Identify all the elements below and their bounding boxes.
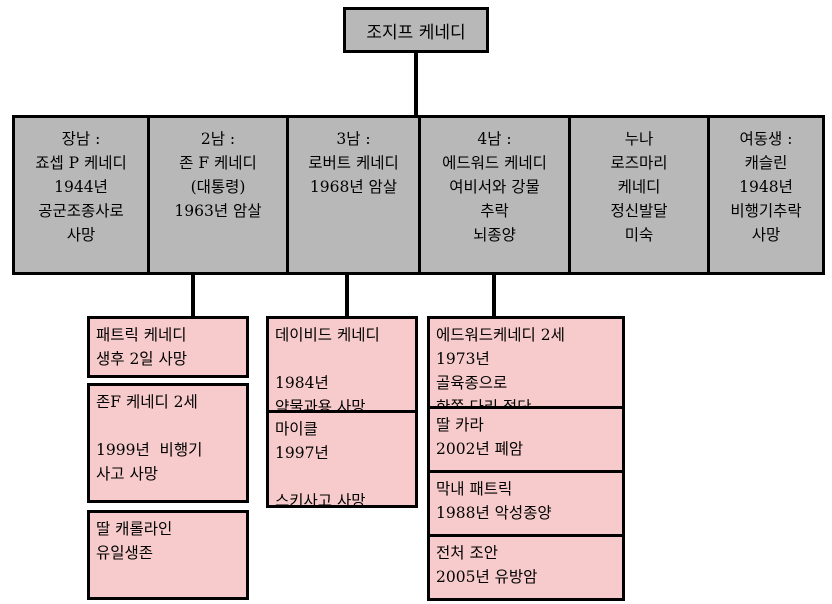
node-line: 스키사고 사망 xyxy=(275,492,366,510)
node-line: 2002년 폐암 xyxy=(436,440,524,458)
node-line: (대통령) xyxy=(190,178,246,196)
child-node-rosemary: 누나 로즈마리 케네디 정신발달 미숙 xyxy=(568,115,710,275)
node-line: 여동생 : xyxy=(739,130,793,148)
grandchild-node-joan: 전처 조안 2005년 유방암 xyxy=(427,534,625,601)
node-line: 데이비드 케네디 xyxy=(275,326,380,344)
child-node-robert: 3남 : 로버트 케네디 1968년 암살 xyxy=(286,115,421,275)
node-line: 누나 xyxy=(624,130,654,148)
node-line: 생후 2일 사망 xyxy=(96,350,188,368)
node-line: 로즈마리 xyxy=(610,154,668,172)
connector-robert xyxy=(345,274,349,318)
node-line: 유일생존 xyxy=(96,544,154,562)
node-line: 골육종으로 xyxy=(436,374,508,392)
child-node-edward: 4남 : 에드워드 케네디 여비서와 강물 추락 뇌종양 xyxy=(418,115,571,275)
connector-edward xyxy=(492,274,496,318)
node-line: 1968년 암살 xyxy=(309,178,398,196)
grandchild-node-michael: 마이클 1997년 스키사고 사망 xyxy=(266,410,418,510)
node-line xyxy=(96,414,240,438)
node-line: 2005년 유방암 xyxy=(436,568,538,586)
node-line: 존 F 케네디 xyxy=(179,154,257,172)
node-line xyxy=(275,465,409,489)
node-line: 패트릭 케네디 xyxy=(96,326,187,344)
grandchild-node-john-jr: 존F 케네디 2세 1999년 비행기 사고 사망 xyxy=(87,383,249,503)
node-line: 마이클 xyxy=(275,420,318,438)
node-line: 3남 : xyxy=(336,130,371,148)
node-line: 케네디 xyxy=(617,178,661,196)
node-line: 1948년 xyxy=(739,178,793,196)
node-line: 전처 조안 xyxy=(436,544,498,562)
node-line: 4남 : xyxy=(477,130,512,148)
node-line: 1944년 xyxy=(54,178,108,196)
grandchild-node-edward-jr: 에드워드케네디 2세 1973년 골육종으로 한쪽 다리 절단 xyxy=(427,316,625,416)
node-line: 에드워드케네디 2세 xyxy=(436,326,565,344)
node-line: 막내 패트릭 xyxy=(436,480,513,498)
node-line: 미숙 xyxy=(624,226,654,244)
grandchild-node-kara: 딸 카라 2002년 폐암 xyxy=(427,406,625,473)
node-line: 딸 카라 xyxy=(436,416,484,434)
node-line: 정신발달 xyxy=(610,202,668,220)
node-line: 1984년 xyxy=(275,374,329,392)
grandchild-node-patrick: 패트릭 케네디 생후 2일 사망 xyxy=(87,316,249,378)
grandchild-node-caroline: 딸 캐롤라인 유일생존 xyxy=(87,510,249,600)
node-line: 장남 : xyxy=(61,130,101,148)
node-line: 1997년 xyxy=(275,444,329,462)
node-line: 죠셉 P 케네디 xyxy=(35,154,127,172)
child-node-john-f: 2남 : 존 F 케네디 (대통령) 1963년 암살 xyxy=(147,115,289,275)
grandchild-node-david: 데이비드 케네디 1984년 약물과용 사망 xyxy=(266,316,418,416)
node-line: 로버트 케네디 xyxy=(308,154,399,172)
child-node-kathleen: 여동생 : 캐슬린 1948년 비행기추락 사망 xyxy=(707,115,825,275)
root-node-joseph-kennedy: 조지프 케네디 xyxy=(343,7,489,53)
node-line: 2남 : xyxy=(200,130,236,148)
node-line: 1999년 비행기 xyxy=(96,441,203,459)
node-line: 공군조종사로 xyxy=(38,202,124,220)
node-line: 존F 케네디 2세 xyxy=(96,393,198,411)
node-line: 캐슬린 xyxy=(744,154,788,172)
connector-root xyxy=(414,52,418,116)
root-label: 조지프 케네디 xyxy=(366,22,466,43)
node-line: 1973년 xyxy=(436,350,490,368)
node-line: 뇌종양 xyxy=(473,226,516,244)
node-line: 사망 xyxy=(66,226,96,244)
node-line: 1963년 암살 xyxy=(174,202,262,220)
node-line: 추락 xyxy=(480,202,509,220)
node-line: 사망 xyxy=(751,226,781,244)
node-line: 에드워드 케네디 xyxy=(442,154,547,172)
child-node-joseph-p: 장남 : 죠셉 P 케네디 1944년 공군조종사로 사망 xyxy=(12,115,150,275)
node-line: 사고 사망 xyxy=(96,465,158,483)
node-line xyxy=(275,347,409,371)
node-line: 딸 캐롤라인 xyxy=(96,520,173,538)
node-line: 1988년 악성종양 xyxy=(436,504,552,522)
grandchild-node-patrick-youngest: 막내 패트릭 1988년 악성종양 xyxy=(427,470,625,537)
connector-john-f xyxy=(191,274,195,318)
node-line: 여비서와 강물 xyxy=(449,178,540,196)
node-line: 비행기추락 xyxy=(730,202,802,220)
